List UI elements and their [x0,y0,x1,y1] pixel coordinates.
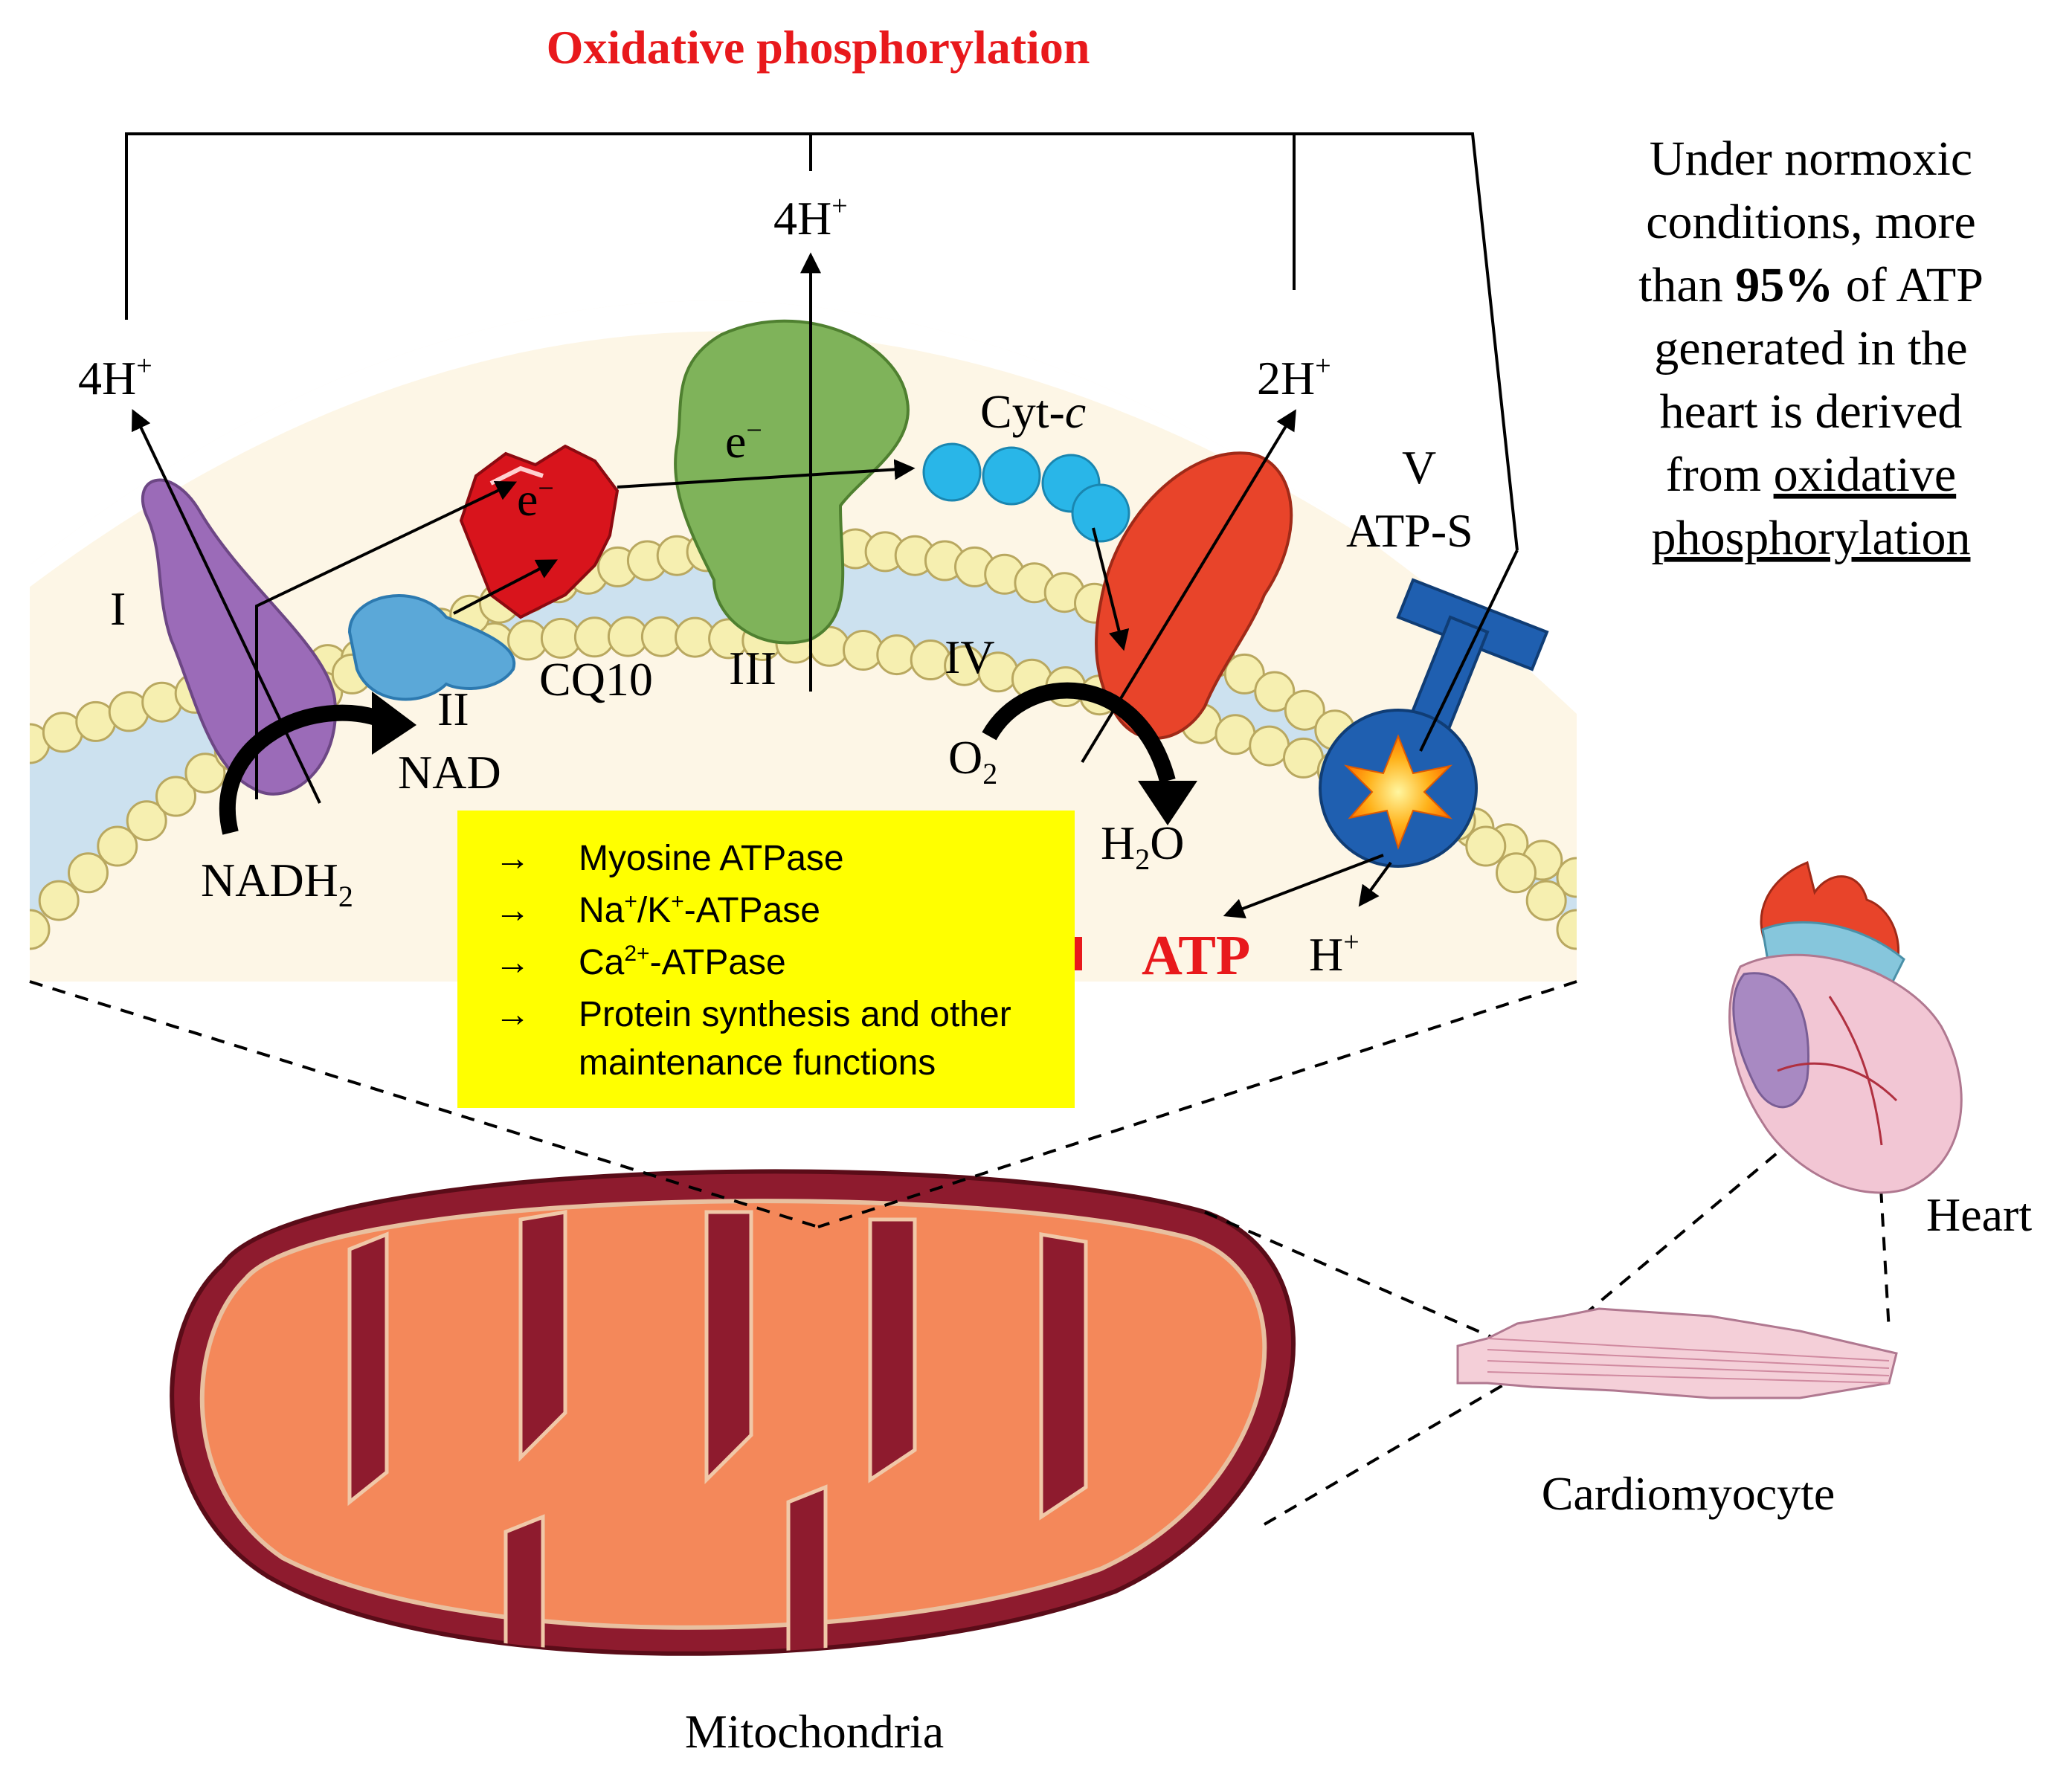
electron-label-cq10: e− [517,473,554,526]
svg-text:→: → [495,995,530,1034]
atp-use-myosine: Myosine ATPase [579,839,844,878]
cardiomyocyte-label: Cardiomyocyte [1542,1467,1835,1520]
atp-use-nak: Na+/K+-ATPase [579,889,820,930]
mitochondria-label: Mitochondria [685,1705,944,1758]
atp-label: ATP [1142,924,1250,987]
nad-arrowhead [372,692,416,755]
proton-label-out: H+ [1309,927,1360,981]
lipid-head [1556,857,1577,898]
diagram-title: Oxidative phosphorylation [547,21,1090,74]
cardiomyocyte-icon [1456,1307,1898,1399]
svg-text:than 95% of ATP: than 95% of ATP [1638,258,1983,312]
h2o-label: H2O [1101,816,1184,876]
svg-text:generated in the: generated in the [1654,321,1967,376]
proton-label-left: 4H+ [78,350,152,405]
svg-text:phosphorylation: phosphorylation [1652,511,1971,565]
cq10-label: CQ10 [539,653,653,706]
conversion-arrows [219,682,1176,835]
electron-label-iii: e− [725,415,762,468]
lipid-head [97,825,138,867]
svg-text:heart is derived: heart is derived [1660,384,1963,439]
lipid-head [1283,737,1324,779]
side-note: Under normoxic conditions, more than 95%… [1638,132,1983,565]
lipid-head [1496,852,1537,894]
complex-i-label: I [110,582,126,635]
complex-ii-label: II [437,683,469,735]
h2o-arrowhead [1138,781,1197,825]
lipid-head [126,800,167,842]
svg-text:Under normoxic: Under normoxic [1650,132,1972,186]
heart-label: Heart [1926,1188,2032,1241]
lipid-head [1556,909,1577,950]
lipid-head [184,753,226,794]
lipid-head [1214,714,1256,755]
atp-uses-list: → Myosine ATPase → Na+/K+-ATPase → Ca2+-… [495,839,1011,1083]
atp-use-protein-2: maintenance functions [579,1043,936,1083]
svg-text:→: → [495,891,530,930]
lipid-head [1525,880,1567,921]
svg-text:from oxidative: from oxidative [1666,448,1956,502]
atp-use-ca: Ca2+-ATPase [579,941,786,982]
lipid-head [155,776,196,817]
lipid-head [1254,671,1296,712]
complex-iii [674,319,910,645]
proton-label-middle: 4H+ [773,190,848,245]
svg-text:→: → [495,839,530,878]
nadh2-label: NADH2 [201,854,353,913]
proton-label-right: 2H+ [1257,350,1331,405]
complex-ii [347,594,516,701]
proton-bracket [125,132,1519,551]
lipid-head [1249,725,1290,767]
atp-synthase-label: ATP-S [1346,504,1473,557]
complex-iii-label: III [729,642,776,695]
lipid-head [1223,653,1265,695]
lipid-head [30,909,51,950]
lipid-head [1465,825,1507,867]
complex-v-atp-synthase [1319,578,1549,868]
cytochrome-c-label: Cyt-c [980,385,1086,438]
nad-label: NAD [398,746,501,799]
complex-iv-label: IV [945,631,995,683]
heart-icon [1728,860,1963,1194]
atp-use-protein-1: Protein synthesis and other [579,995,1011,1034]
lipid-head [68,852,109,894]
svg-text:conditions, more: conditions, more [1646,195,1976,249]
energy-burst-icon [1343,734,1453,851]
svg-text:→: → [495,943,530,982]
o2-label: O2 [948,731,997,790]
zoom-lines [29,980,1891,1526]
mitochondrion [170,1169,1296,1656]
lipid-head [843,630,884,671]
cytochrome-c [922,442,1130,543]
lipid-head [38,880,80,921]
complex-v-label: V [1402,441,1436,494]
atp-uses-box [457,811,1075,1108]
lipid-head [1284,689,1325,731]
lipid-head [876,634,918,676]
